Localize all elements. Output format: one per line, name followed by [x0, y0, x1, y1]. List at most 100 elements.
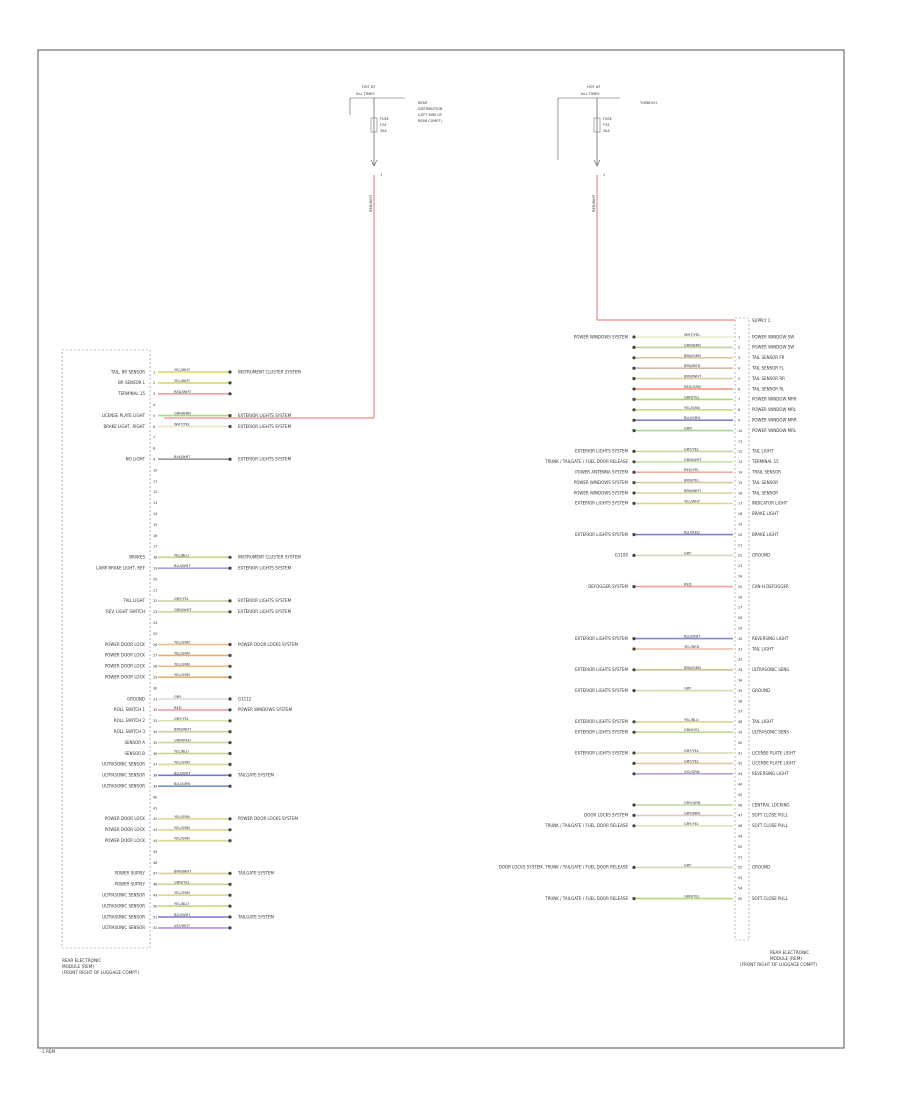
left-pin-row: 40 — [153, 795, 157, 799]
left-system-label: INSTRUMENT CLUSTER SYSTEM — [238, 555, 301, 560]
left-wire-terminal — [228, 817, 232, 821]
left-wire-terminal — [228, 392, 232, 396]
left-wire-terminal — [228, 708, 232, 712]
left-pin-number: 46 — [153, 861, 157, 865]
left-pin-row: 16 — [153, 534, 157, 538]
left-wire-terminal — [228, 610, 232, 614]
left-wire-terminal — [228, 741, 232, 745]
left-wire-terminal — [228, 871, 232, 876]
left-pin-label: ROLL SWITCH 3 — [114, 729, 146, 734]
fuse-right: HOT AT ALL TIMES FUSE F33 30A TURBOCH. 1… — [557, 85, 658, 212]
left-pin-row: 4 — [153, 403, 155, 407]
left-pin-number: 5 — [153, 414, 155, 418]
right-wire-terminal — [632, 481, 636, 485]
left-pin-row: 45 — [153, 850, 157, 854]
left-wire-terminal — [228, 882, 232, 886]
left-pin-number: 38 — [153, 774, 157, 778]
right-pin-number: 16 — [738, 491, 742, 495]
right-pin-label: INDICATOR LIGHT — [752, 501, 788, 506]
left-pin-row: 7 — [153, 436, 155, 440]
left-pin-label: ROLL SWITCH 2 — [114, 718, 146, 723]
left-system-label: G1112 — [238, 696, 252, 701]
fuse-right-name: ALL TIMES — [581, 92, 600, 96]
left-pin-label: POWER SUPPLY — [114, 882, 145, 887]
left-pin-number: 23 — [153, 610, 157, 614]
left-pin-number: 6 — [153, 425, 155, 429]
left-wire-code: YEL/WHT — [174, 368, 191, 372]
right-pin-number: 35 — [738, 689, 742, 693]
right-pin-number: 43 — [738, 772, 742, 776]
left-pin-number: 27 — [153, 654, 157, 658]
right-module-footer-1: MODULE (REM) — [770, 956, 802, 961]
right-pin-number: 4 — [738, 367, 740, 371]
right-pin-label: GROUND — [752, 553, 770, 558]
right-pin-number: 26 — [738, 595, 742, 599]
left-wire-code: BLU/WHT — [174, 913, 191, 917]
left-wire-code: YEL/BLU — [174, 750, 189, 754]
left-pin-label: NO LIGHT — [126, 457, 146, 462]
left-pin-label: BRAKES — [129, 555, 145, 560]
left-wire-terminal — [228, 926, 232, 930]
left-wire-terminal — [228, 424, 232, 429]
left-pin-number: 40 — [153, 795, 157, 799]
left-pin-label: ULTRASONIC SENSOR — [102, 925, 145, 930]
right-system-label: POWER WINDOWS SYSTEM — [574, 490, 629, 495]
right-wire-code: BRN/GRN — [684, 666, 701, 670]
fuse-left-name: ALL TIMES — [356, 92, 375, 96]
right-pin-number: 40 — [738, 741, 742, 745]
right-pin-row: 37 — [738, 710, 742, 714]
left-wire-terminal — [228, 566, 232, 570]
right-pin-number: 8 — [738, 408, 740, 412]
right-pin-number: 48 — [738, 824, 742, 828]
right-pin-row: 49 — [738, 835, 742, 839]
left-pin-number: 41 — [153, 806, 157, 810]
right-pin-label: ULTRASONIC SENS — [752, 667, 789, 672]
fuse-left-wire: RED/WHT — [369, 194, 373, 212]
right-wire-code: GRY — [684, 687, 692, 691]
left-system-label: POWER DOOR LOCKS SYSTEM — [238, 642, 298, 647]
left-wire-terminal — [228, 828, 232, 832]
right-wire-code: BLU/GRN — [684, 416, 700, 420]
right-pin-label: TAIL SENSOR FL — [751, 366, 785, 371]
right-system-label: EXTERIOR LIGHTS SYSTEM — [575, 750, 629, 755]
left-wire-code: GRY/YEL — [174, 597, 189, 601]
right-pin-label: CAN-H DEFOGGER — [752, 584, 789, 589]
left-wire-code: WHT/YEL — [174, 423, 190, 427]
left-pin-label: ROLL SWITCH 1 — [114, 707, 146, 712]
right-wire-code: BLU/RED — [684, 531, 700, 535]
right-pin-number: 2 — [738, 346, 740, 350]
right-wire-terminal — [632, 730, 636, 734]
fuse-left-note-2: (LEFT SIDE OF — [418, 113, 442, 117]
left-wire-terminal — [228, 381, 232, 385]
right-module-footer-0: REAR ELECTRONIC — [770, 950, 809, 955]
right-pin-number: 10 — [738, 429, 742, 433]
right-pin-label: TAIL SENSOR RR — [751, 376, 785, 381]
right-pin-label: TAIL LIGHT — [751, 449, 774, 454]
right-pin-number: 55 — [738, 897, 742, 901]
left-pin-number: 50 — [153, 904, 157, 908]
right-pin-label: SOFT CLOSE PULL — [752, 823, 789, 828]
left-module-footer-2: (FRONT RIGHT OF LUGGAGE COMPT) — [62, 970, 139, 975]
right-pin-label: ULTRASONIC SENS — [752, 730, 789, 735]
right-pin-row: 36 — [738, 699, 742, 703]
right-pin-label: REVERSING LIGHT — [752, 636, 789, 641]
left-pin-row: 46 — [153, 861, 157, 865]
right-wire-code: GRN/YEL — [684, 395, 700, 399]
right-pin-row: 54 — [738, 887, 742, 891]
left-pin-label: REV. LIGHT SWITCH — [106, 609, 145, 614]
left-wire-terminal — [228, 915, 232, 919]
left-wire-terminal — [228, 555, 232, 559]
page-tag: 1 REM — [42, 1049, 56, 1054]
fuse-left-label-1: F24 — [380, 123, 386, 127]
